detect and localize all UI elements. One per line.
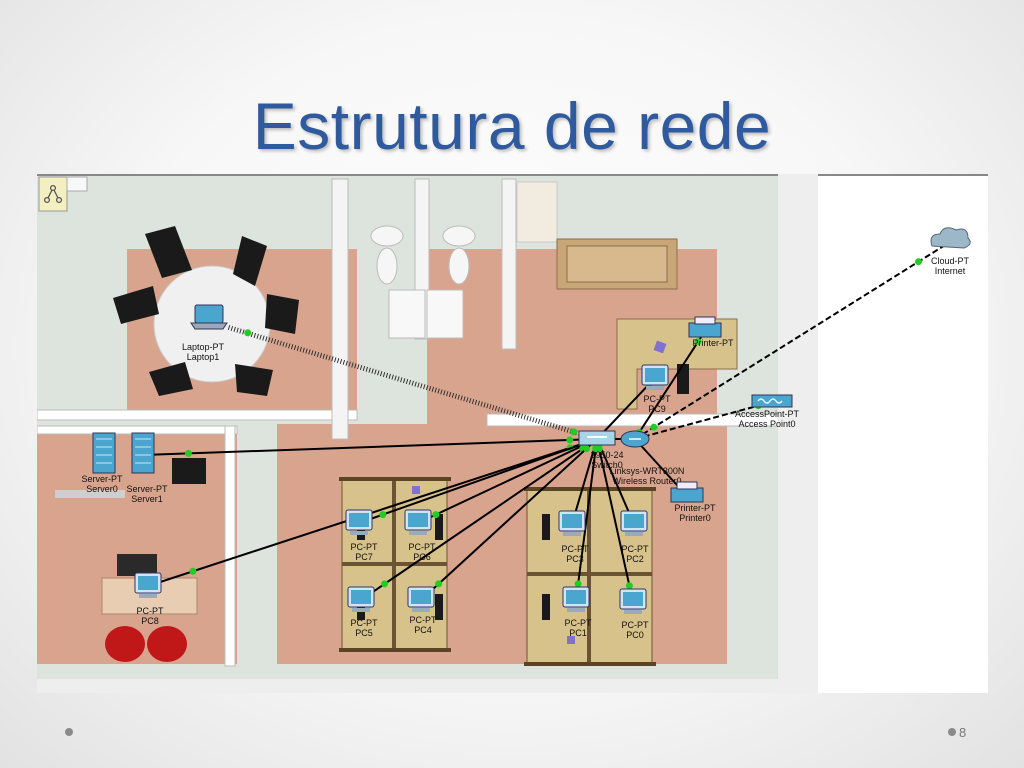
device-printer_top[interactable]: Printer-PT	[688, 316, 734, 348]
pc-icon	[558, 510, 586, 536]
device-name-label: PC4	[414, 625, 432, 635]
device-name-label: Wireless Router0	[612, 476, 681, 486]
device-name-label: PC3	[566, 554, 584, 564]
device-type-label: AccessPoint-PT	[735, 409, 800, 419]
device-type-label: PC-PT	[622, 620, 650, 630]
device-name-label: Laptop1	[187, 352, 220, 362]
device-name-label: Server0	[86, 484, 118, 494]
slide-title: Estrutura de rede	[252, 89, 772, 163]
device-type-label: PC-PT	[409, 542, 437, 552]
device-type-label: PC-PT	[351, 618, 379, 628]
device-type-label: Server-PT	[81, 474, 123, 484]
device-name-label: PC7	[355, 552, 373, 562]
floor-plan	[37, 174, 988, 693]
device-type-label: PC-PT	[644, 394, 672, 404]
router-icon	[620, 430, 650, 448]
device-name-label: Internet	[935, 266, 966, 276]
device-name-label: PC5	[355, 628, 373, 638]
laptop-icon	[190, 304, 228, 330]
server-icon	[92, 432, 116, 474]
switch-icon	[578, 430, 616, 446]
pc-icon	[404, 509, 432, 535]
access-point-icon	[751, 394, 793, 408]
device-type-label: Printer-PT	[674, 503, 716, 513]
device-type-label: PC-PT	[565, 618, 593, 628]
link-router0-cloud	[634, 241, 951, 440]
device-name-label: Server1	[131, 494, 163, 504]
device-type-label: PC-PT	[622, 544, 650, 554]
device-name-label: Access Point0	[738, 419, 795, 429]
device-name-label: PC6	[413, 552, 431, 562]
link-switch0-laptop1	[226, 324, 598, 442]
device-type-label: Cloud-PT	[931, 256, 970, 266]
device-name-label: PC9	[648, 404, 666, 414]
pc-icon	[562, 586, 590, 612]
slide-number: 8	[959, 725, 967, 740]
device-type-label: Printer-PT	[692, 338, 734, 348]
cloud-icon	[930, 227, 971, 249]
floor-plan-canvas: Cloud-PTInternetLaptop-PTLaptop1Printer-…	[37, 174, 988, 693]
device-type-label: Laptop-PT	[182, 342, 225, 352]
pc-icon	[620, 510, 648, 536]
device-type-label: PC-PT	[562, 544, 590, 554]
device-type-label: PC-PT	[351, 542, 379, 552]
pc-icon	[641, 364, 669, 390]
pc-icon	[407, 586, 435, 612]
pc-icon	[134, 572, 162, 598]
device-type-label: PC-PT	[410, 615, 438, 625]
link-switch0-pc0	[595, 438, 634, 603]
logical-topology-icon[interactable]	[41, 180, 65, 208]
footer-bullet-left	[65, 728, 73, 736]
pc-icon	[347, 586, 375, 612]
link-switch0-server1	[142, 436, 598, 457]
pc-icon	[345, 509, 373, 535]
device-type-label: Linksys-WRT300N	[610, 466, 685, 476]
device-name-label: PC1	[569, 628, 587, 638]
link-switch0-pc4	[420, 438, 598, 601]
device-type-label: Server-PT	[126, 484, 168, 494]
footer-bullet-right	[948, 728, 956, 736]
device-type-label: PC-PT	[137, 606, 165, 616]
device-name-label: Switch0	[591, 460, 623, 470]
devices-layer: Cloud-PTInternetLaptop-PTLaptop1Printer-…	[81, 227, 971, 640]
printer-icon	[670, 481, 704, 503]
server-icon	[131, 432, 155, 474]
device-name-label: PC8	[141, 616, 159, 626]
device-name-label: PC0	[626, 630, 644, 640]
device-name-label: Printer0	[679, 513, 711, 523]
device-name-label: PC2	[626, 554, 644, 564]
pc-icon	[619, 588, 647, 614]
device-type-label: 2950-24	[590, 450, 623, 460]
printer-icon	[688, 316, 722, 338]
